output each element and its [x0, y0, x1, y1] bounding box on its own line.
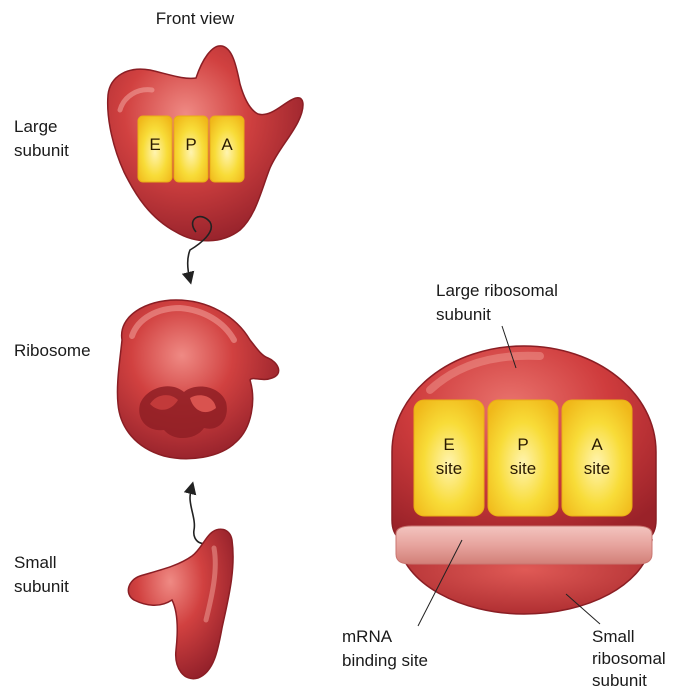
mrna-binding-band — [396, 526, 652, 564]
small-subunit-shape — [128, 529, 233, 678]
left-a-site-label: A — [221, 135, 233, 154]
right-a-site-word: site — [584, 459, 610, 478]
small-ribosomal-label-line1: Small — [592, 627, 635, 646]
mrna-label-line2: binding site — [342, 651, 428, 670]
mrna-label-line1: mRNA — [342, 627, 393, 646]
front-view-title: Front view — [156, 9, 235, 28]
small-ribosomal-label-line2: ribosomal — [592, 649, 666, 668]
right-p-site-word: site — [510, 459, 536, 478]
right-p-site — [488, 400, 558, 516]
large-subunit-label-line2: subunit — [14, 141, 69, 160]
right-p-site-letter: P — [517, 435, 528, 454]
right-e-site-word: site — [436, 459, 462, 478]
large-subunit-label-line1: Large — [14, 117, 57, 136]
right-e-site-letter: E — [443, 435, 454, 454]
left-p-site-label: P — [185, 135, 196, 154]
right-a-site — [562, 400, 632, 516]
left-e-site-label: E — [149, 135, 160, 154]
large-ribosomal-label-line1: Large ribosomal — [436, 281, 558, 300]
right-e-site — [414, 400, 484, 516]
small-subunit-label-line2: subunit — [14, 577, 69, 596]
ribosome-label: Ribosome — [14, 341, 91, 360]
right-sites: E site P site A site — [414, 400, 632, 516]
small-subunit-label-line1: Small — [14, 553, 57, 572]
right-a-site-letter: A — [591, 435, 603, 454]
assembled-ribosome — [117, 300, 278, 459]
large-ribosomal-label-line2: subunit — [436, 305, 491, 324]
left-sites: E P A — [138, 116, 244, 182]
small-ribosomal-label-line3: subunit — [592, 671, 647, 690]
